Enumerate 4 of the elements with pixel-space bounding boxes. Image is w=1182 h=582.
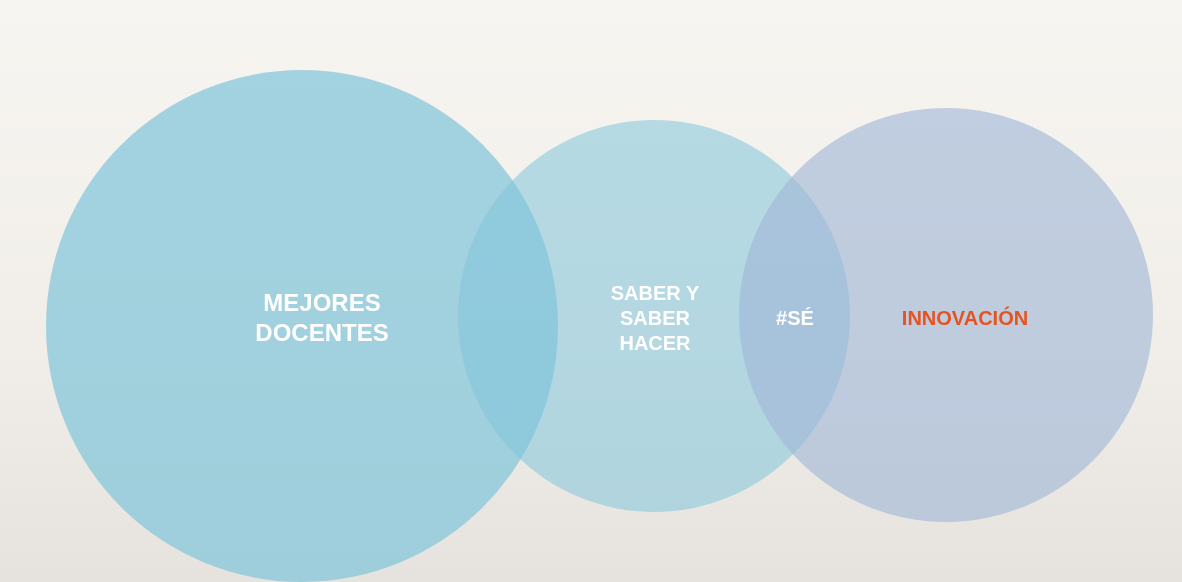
circle-label: INNOVACIÓN: [900, 305, 1030, 331]
circle-label: SABER Y SABER HACER: [609, 280, 701, 356]
circle-label: MEJORES DOCENTES: [254, 288, 390, 348]
overlap-label: #SÉ: [776, 306, 814, 330]
